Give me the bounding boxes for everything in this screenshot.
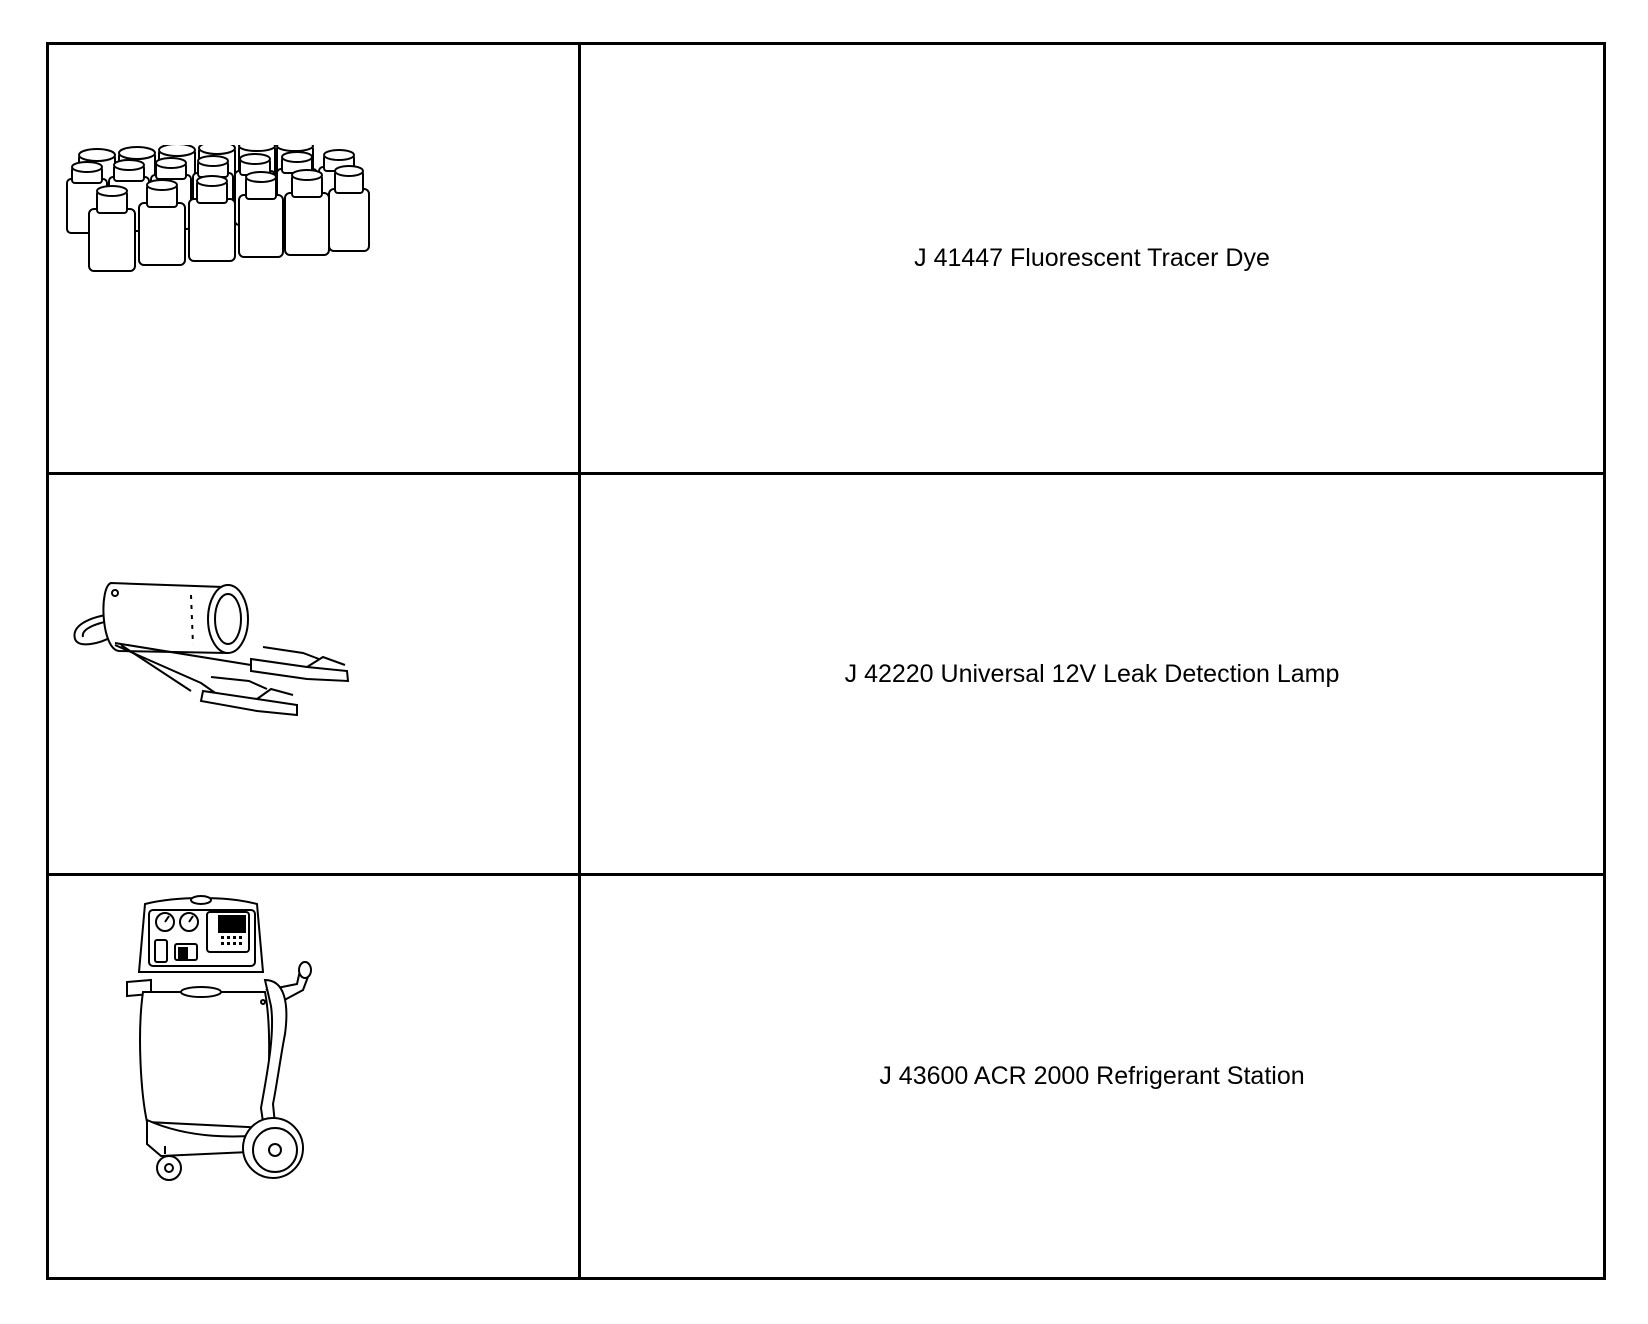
tool-label: J 42220 Universal 12V Leak Detection Lam… xyxy=(844,659,1340,688)
tool-label: J 43600 ACR 2000 Refrigerant Station xyxy=(879,1062,1305,1090)
table-row: J 42220 Universal 12V Leak Detection Lam… xyxy=(46,472,1606,876)
fluorescent-dye-bottles-icon xyxy=(63,145,373,285)
tool-description-cell: J 42220 Universal 12V Leak Detection Lam… xyxy=(578,472,1606,876)
tool-description-cell: J 41447 Fluorescent Tracer Dye xyxy=(578,42,1606,475)
special-tools-table: J 41447 Fluorescent Tracer Dye xyxy=(46,42,1606,1280)
refrigerant-station-icon xyxy=(117,894,322,1184)
table-row: J 41447 Fluorescent Tracer Dye xyxy=(46,42,1606,475)
table-row: J 43600 ACR 2000 Refrigerant Station xyxy=(46,873,1606,1280)
illustration-cell xyxy=(46,873,581,1280)
illustration-cell xyxy=(46,42,581,475)
leak-detection-lamp-icon xyxy=(71,573,356,723)
illustration-cell xyxy=(46,472,581,876)
tool-description-cell: J 43600 ACR 2000 Refrigerant Station xyxy=(578,873,1606,1280)
tool-label: J 41447 Fluorescent Tracer Dye xyxy=(914,244,1270,272)
